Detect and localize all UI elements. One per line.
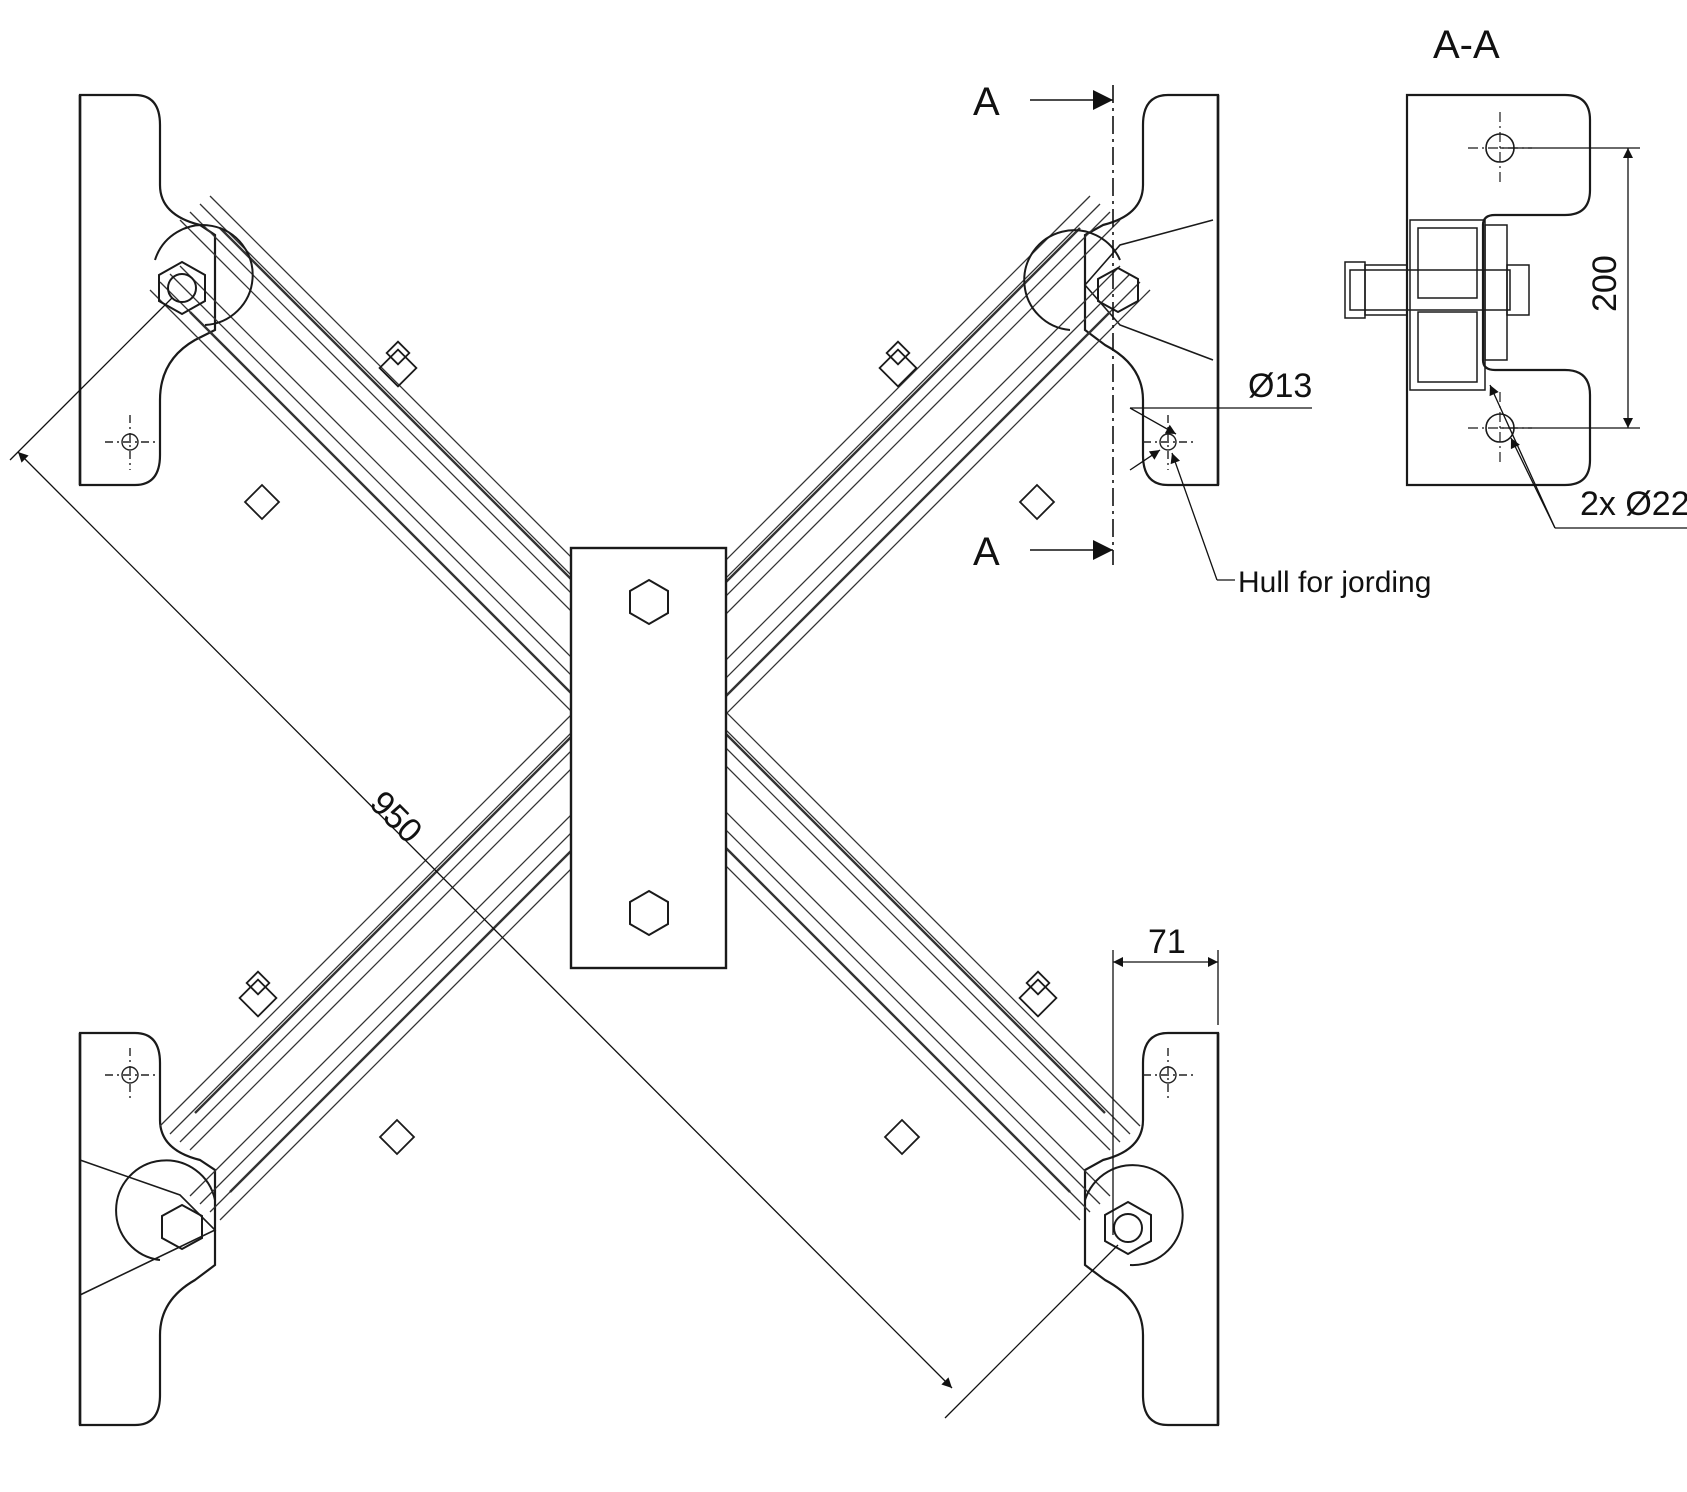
bracket-top-left <box>78 93 217 487</box>
dimension-71 <box>1112 950 1219 1235</box>
dimension-200 <box>1500 147 1640 429</box>
bracket-plate-right <box>1083 219 1214 361</box>
dimension-950-label: 950 <box>362 784 429 851</box>
dimension-22-label: 2x Ø22 <box>1580 485 1687 523</box>
leader-13 <box>1129 407 1312 471</box>
dimension-71-label: 71 <box>1148 923 1186 961</box>
bracket-bottom-right <box>1083 1031 1220 1427</box>
dimension-13-label: Ø13 <box>1248 367 1312 405</box>
ground-hole-label: Hull for jording <box>1238 566 1431 599</box>
section-view <box>1344 93 1592 487</box>
bracket-top-right <box>1083 93 1220 487</box>
section-marker-bottom: A <box>973 530 1000 574</box>
dimension-200-label: 200 <box>1586 255 1624 312</box>
section-title: A-A <box>1433 23 1500 67</box>
section-marker-top: A <box>973 80 1000 124</box>
center-plate <box>569 546 728 970</box>
leader-22 <box>1489 384 1687 529</box>
section-line <box>1030 85 1114 565</box>
dimension-950 <box>9 297 1119 1419</box>
leader-ground-hole <box>1170 452 1235 581</box>
